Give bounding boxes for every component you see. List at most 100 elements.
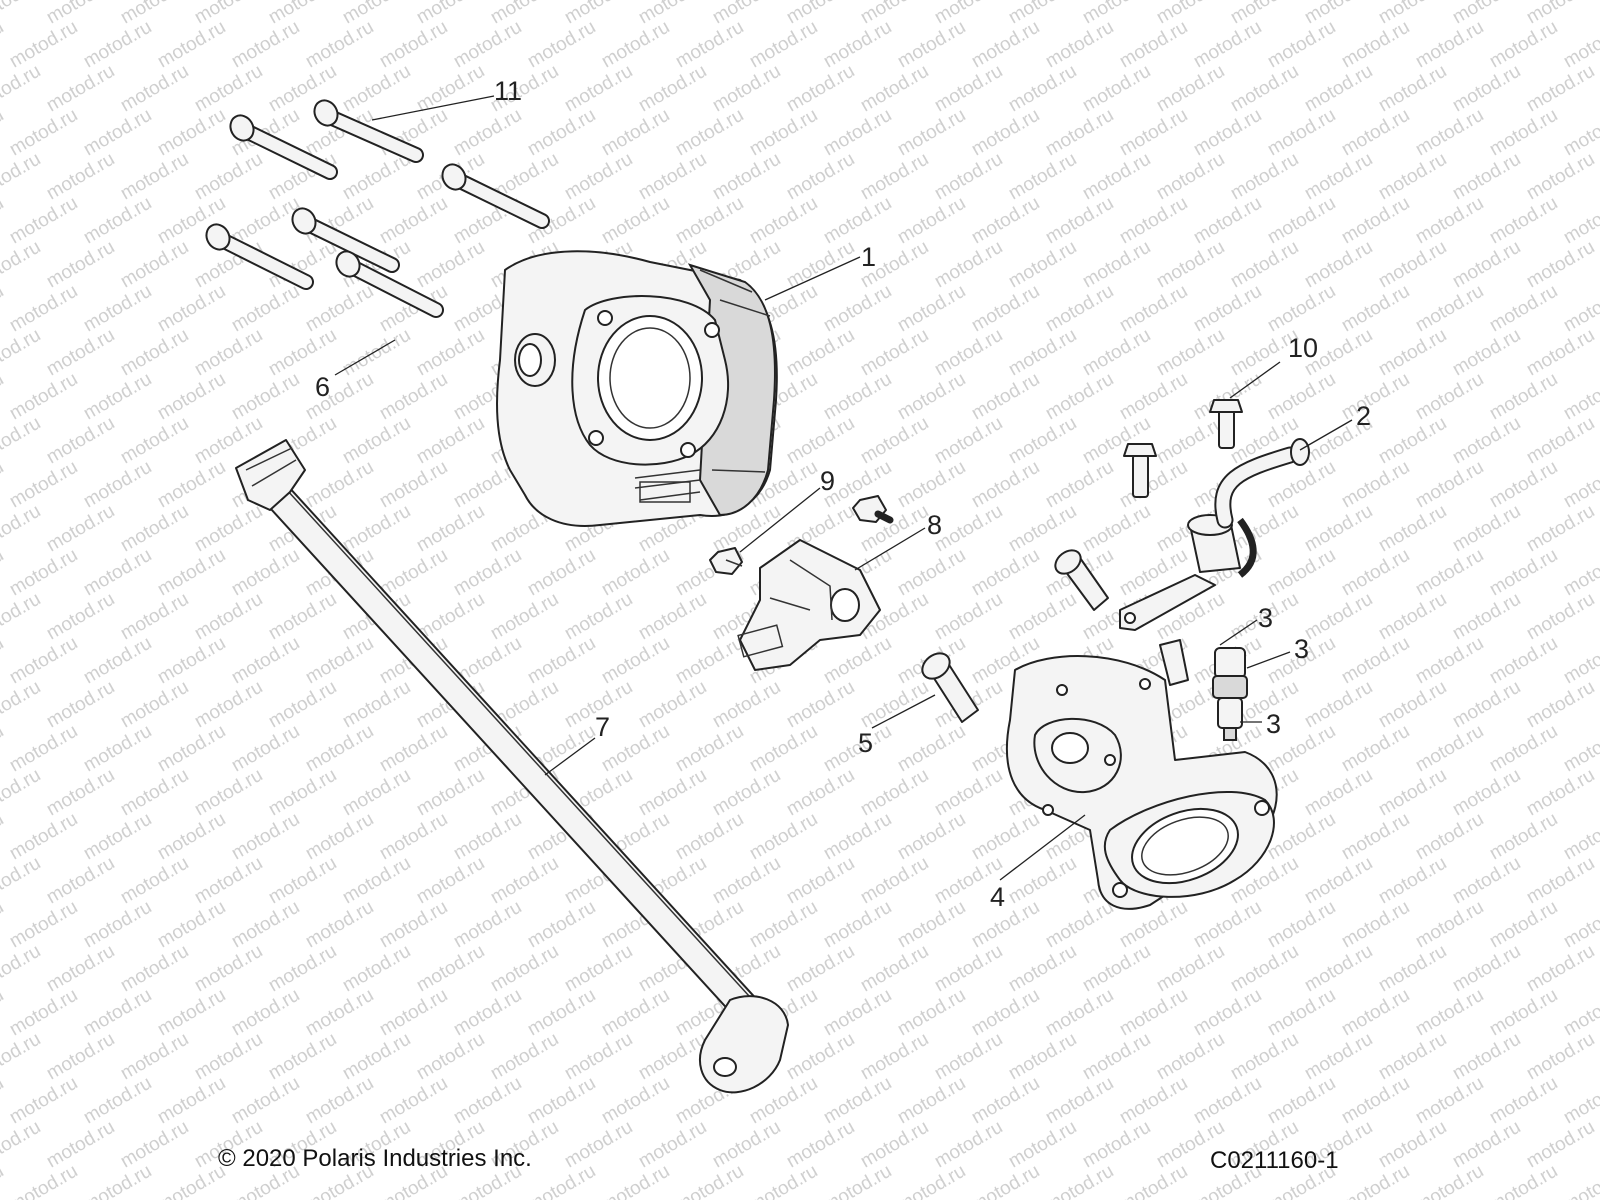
watermark-text: motod.ru (228, 17, 303, 73)
bolt-11-lower (229, 114, 338, 180)
watermark-text: motod.ru (783, 0, 858, 28)
watermark-text: motod.ru (265, 589, 340, 645)
watermark-text: motod.ru (43, 149, 118, 205)
watermark-text: motod.ru (43, 765, 118, 821)
watermark-text: motod.ru (1560, 17, 1600, 73)
watermark-text: motod.ru (1412, 105, 1487, 161)
watermark-text: motod.ru (1412, 633, 1487, 689)
watermark-text: motod.ru (746, 721, 821, 777)
watermark-text: motod.ru (1227, 1029, 1302, 1085)
watermark-text: motod.ru (1412, 369, 1487, 425)
watermark-text: motod.ru (228, 809, 303, 865)
watermark-text: motod.ru (1190, 281, 1265, 337)
watermark-text: motod.ru (0, 853, 44, 909)
watermark-text: motod.ru (80, 897, 155, 953)
watermark-text: motod.ru (820, 1073, 895, 1129)
watermark-text: motod.ru (1560, 985, 1600, 1041)
watermark-text: motod.ru (0, 545, 7, 601)
watermark-text: motod.ru (413, 413, 488, 469)
screw-5-upper (1054, 549, 1109, 611)
watermark-text: motod.ru (968, 17, 1043, 73)
watermark-text: motod.ru (6, 545, 81, 601)
watermark-text: motod.ru (117, 589, 192, 645)
watermark-text: motod.ru (191, 765, 266, 821)
watermark-text: motod.ru (339, 501, 414, 557)
watermark-text: motod.ru (302, 809, 377, 865)
watermark-text: motod.ru (857, 413, 932, 469)
watermark-text: motod.ru (6, 633, 81, 689)
watermark-text: motod.ru (1523, 853, 1598, 909)
watermark-text: motod.ru (413, 1029, 488, 1085)
watermark-text: motod.ru (524, 1073, 599, 1129)
watermark-text: motod.ru (524, 105, 599, 161)
watermark-text: motod.ru (783, 677, 858, 733)
watermark-text: motod.ru (635, 765, 710, 821)
watermark-text: motod.ru (117, 1117, 192, 1173)
watermark-text: motod.ru (154, 897, 229, 953)
watermark-text: motod.ru (968, 369, 1043, 425)
watermark-text: motod.ru (376, 193, 451, 249)
watermark-text: motod.ru (6, 457, 81, 513)
watermark-text: motod.ru (820, 17, 895, 73)
watermark-text: motod.ru (265, 765, 340, 821)
watermark-text: motod.ru (931, 0, 1006, 28)
watermark-text: motod.ru (302, 17, 377, 73)
watermark-text: motod.ru (1005, 1029, 1080, 1085)
watermark-text: motod.ru (1375, 149, 1450, 205)
watermark-text: motod.ru (1338, 1161, 1413, 1200)
watermark-text: motod.ru (0, 1073, 7, 1129)
watermark-text: motod.ru (0, 897, 7, 953)
watermark-text: motod.ru (376, 897, 451, 953)
watermark-text: motod.ru (1338, 369, 1413, 425)
watermark-text: motod.ru (1560, 1161, 1600, 1200)
watermark-text: motod.ru (1486, 17, 1561, 73)
watermark-text: motod.ru (1449, 1117, 1524, 1173)
screw-5-lower (921, 652, 979, 723)
leader-lines (334, 95, 1353, 881)
watermark-text: motod.ru (1116, 1073, 1191, 1129)
watermark-text: motod.ru (1153, 61, 1228, 117)
watermark-text: motod.ru (1042, 1073, 1117, 1129)
watermark-text: motod.ru (1153, 413, 1228, 469)
watermark-text: motod.ru (1486, 193, 1561, 249)
watermark-text: motod.ru (746, 897, 821, 953)
watermark-text: motod.ru (709, 1117, 784, 1173)
watermark-text: motod.ru (1005, 941, 1080, 997)
watermark-text: motod.ru (1264, 17, 1339, 73)
watermark-text: motod.ru (820, 897, 895, 953)
watermark-text: motod.ru (1486, 281, 1561, 337)
watermark-text: motod.ru (302, 633, 377, 689)
bolt-9-b (852, 495, 894, 524)
watermark-text: motod.ru (302, 897, 377, 953)
watermark-text: motod.ru (154, 369, 229, 425)
watermark-text: motod.ru (1005, 61, 1080, 117)
watermark-text: motod.ru (561, 0, 636, 28)
watermark-text: motod.ru (80, 281, 155, 337)
watermark-text: motod.ru (968, 545, 1043, 601)
watermark-text: motod.ru (6, 809, 81, 865)
injector-3 (1159, 639, 1248, 741)
watermark-text: motod.ru (1523, 765, 1598, 821)
watermark-text: motod.ru (857, 853, 932, 909)
watermark-text: motod.ru (1264, 545, 1339, 601)
watermark-text: motod.ru (1338, 633, 1413, 689)
watermark-text: motod.ru (0, 105, 7, 161)
watermark-text: motod.ru (857, 1029, 932, 1085)
watermark-text: motod.ru (154, 633, 229, 689)
watermark-text: motod.ru (1449, 0, 1524, 28)
watermark-text: motod.ru (0, 193, 7, 249)
watermark-text: motod.ru (672, 633, 747, 689)
watermark-text: motod.ru (894, 1161, 969, 1200)
watermark-text: motod.ru (6, 985, 81, 1041)
watermark-text: motod.ru (1486, 369, 1561, 425)
watermark-text: motod.ru (1338, 17, 1413, 73)
watermark-text: motod.ru (1375, 677, 1450, 733)
watermark-text: motod.ru (857, 941, 932, 997)
watermark-text: motod.ru (1005, 589, 1080, 645)
watermark-text: motod.ru (450, 1073, 525, 1129)
watermark-text: motod.ru (1301, 765, 1376, 821)
watermark-text: motod.ru (1005, 0, 1080, 28)
watermark-text: motod.ru (1375, 61, 1450, 117)
watermark-text: motod.ru (1449, 677, 1524, 733)
watermark-text: motod.ru (968, 193, 1043, 249)
